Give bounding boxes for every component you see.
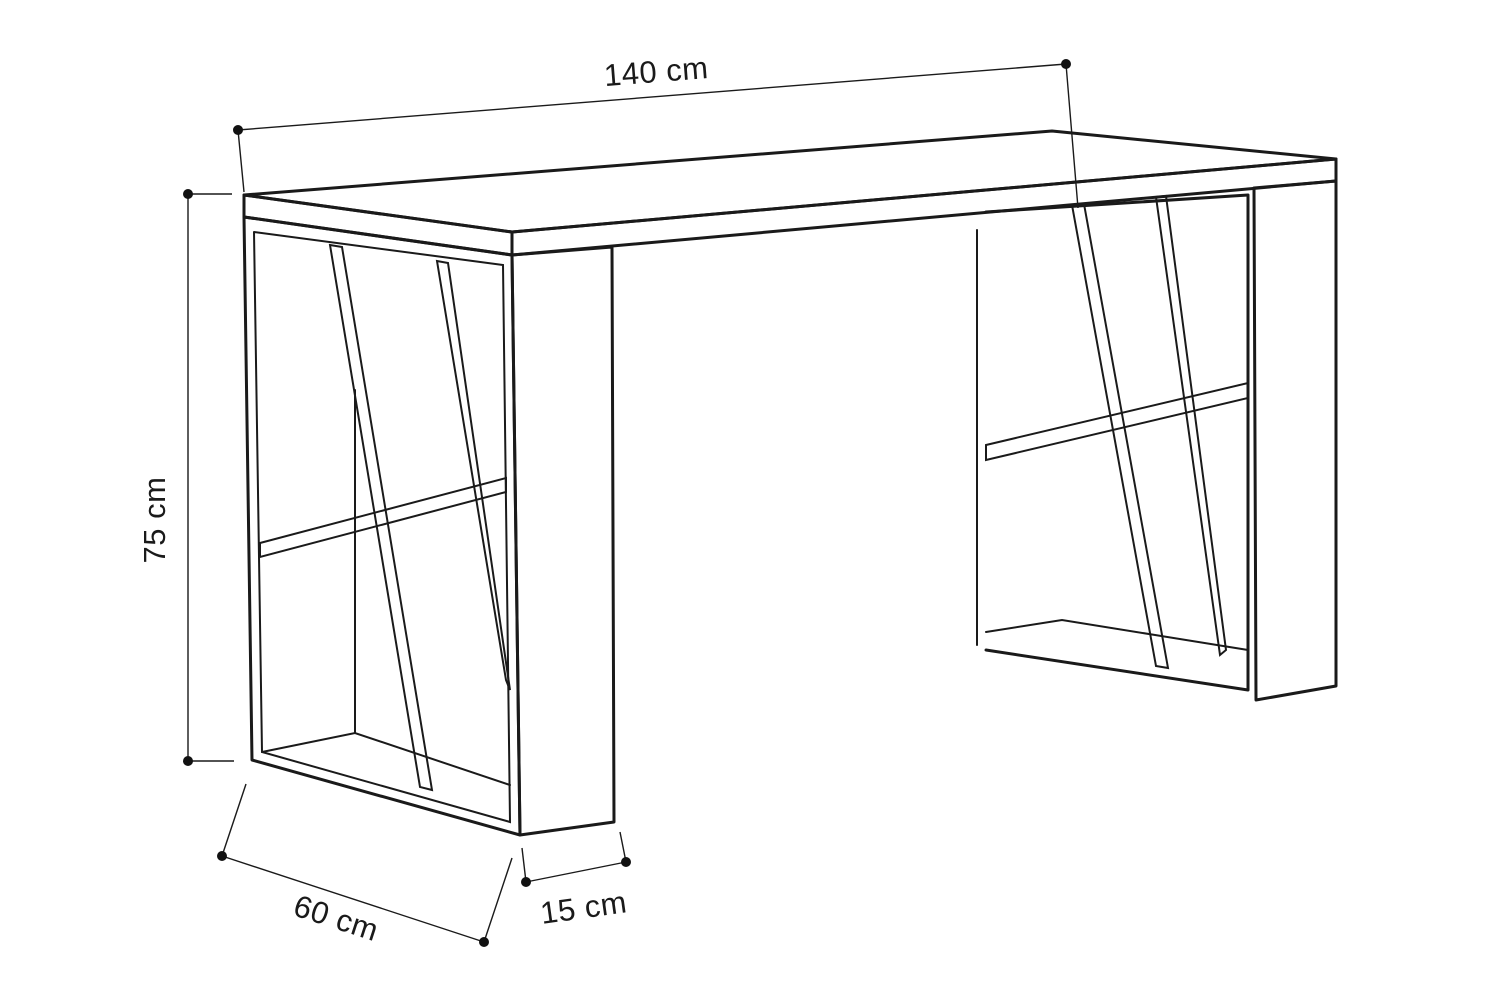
right-leg-bottom-shelf-edge [985, 649, 1249, 691]
desk-top-front-edge [510, 157, 1338, 257]
right-leg-middle-shelf [985, 381, 1249, 462]
width-extension-right [1065, 63, 1079, 209]
right-leg-bottom-shelf [985, 618, 1249, 651]
width-dimension-line [237, 63, 1067, 131]
width-marker-right [1061, 59, 1071, 69]
width-extension-left [237, 129, 245, 193]
depth-marker-right [479, 937, 489, 947]
depth-extension-left [221, 783, 247, 857]
left-leg-middle-shelf [259, 476, 507, 559]
left-leg-inner-frame [253, 231, 512, 824]
left-leg [242, 215, 616, 837]
depth-extension-right [483, 857, 513, 943]
right-leg-diagonal-divider-1 [1070, 202, 1170, 670]
dimension-height: 75 cm [137, 189, 234, 766]
right-leg [976, 179, 1338, 702]
depth-dimension-line [221, 855, 485, 943]
dimension-leg-thickness: 15 cm [521, 831, 631, 931]
leg-thickness-extension-left [521, 847, 527, 883]
width-label: 140 cm [603, 50, 710, 93]
right-leg-diagonal-divider-2 [1154, 194, 1228, 657]
depth-label: 60 cm [290, 888, 383, 948]
dimension-width: 140 cm [233, 50, 1079, 209]
leg-thickness-extension-right [619, 831, 627, 863]
dimension-depth: 60 cm [217, 783, 513, 948]
width-marker-left [233, 125, 243, 135]
left-leg-diagonal-divider-2 [435, 259, 511, 691]
desk-top-left-edge [242, 193, 514, 257]
left-leg-front-panel [510, 245, 616, 837]
leg-thickness-label: 15 cm [538, 884, 629, 931]
left-leg-bottom-shelf [261, 731, 511, 786]
height-label: 75 cm [137, 477, 172, 564]
height-marker-bottom [183, 756, 193, 766]
right-leg-inner-frame [984, 193, 1250, 692]
depth-marker-left [217, 851, 227, 861]
leg-thickness-marker-right [621, 857, 631, 867]
height-marker-top [183, 189, 193, 199]
right-leg-end-panel [1252, 179, 1338, 702]
leg-thickness-dimension-line [525, 861, 627, 883]
left-leg-diagonal-divider-1 [328, 243, 434, 792]
leg-thickness-marker-left [521, 877, 531, 887]
